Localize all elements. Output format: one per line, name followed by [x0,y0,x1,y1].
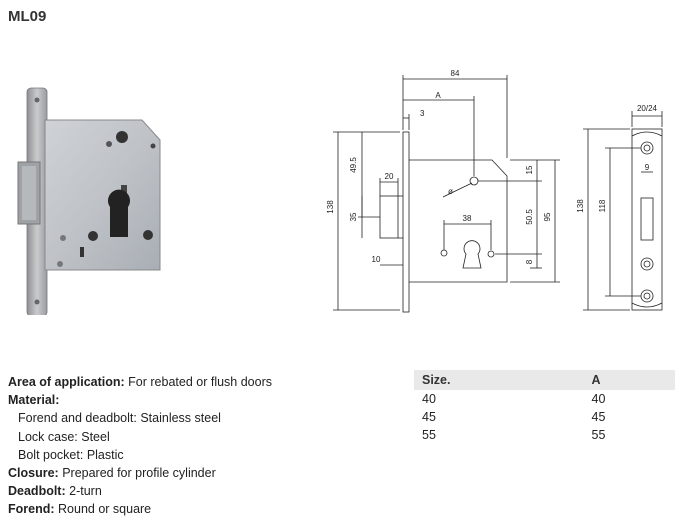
spec-material: Material: [8,393,60,408]
size-table-header: Size. A [414,370,675,390]
a-cell: 45 [591,410,606,424]
dim-38: 38 [463,214,472,223]
dim-a: A [435,91,441,100]
table-row: 45 45 [414,408,675,426]
spec-forend: Forend: Round or square [8,502,152,517]
dim-20-24: 20/24 [637,104,658,113]
a-cell: 40 [591,392,606,406]
size-table: Size. A 40 40 45 45 55 55 [414,370,675,444]
dim-118: 118 [598,199,607,212]
dim-50-5: 50.5 [525,209,534,225]
dim-95: 95 [543,212,552,221]
lock-photo [17,87,161,315]
spec-closure: Closure: Prepared for profile cylinder [8,466,216,481]
header-a: A [458,370,675,390]
dim-138-front: 138 [326,200,335,214]
dim-3: 3 [420,109,425,118]
spec-area: Area of application: For rebated or flus… [8,375,272,389]
table-row: 55 55 [414,426,675,444]
size-cell: 40 [422,392,436,406]
spec-deadbolt: Deadbolt: 2-turn [8,484,102,499]
spec-forend-deadbolt: Forend and deadbolt: Stainless steel [18,411,221,426]
dim-9: 9 [645,163,650,172]
dim-35: 35 [349,212,358,221]
dim-20: 20 [385,172,394,181]
dim-138-side: 138 [576,199,585,213]
product-title: ML09 [8,8,47,25]
dim-diameter: ø [448,187,453,196]
a-cell: 55 [591,428,606,442]
dim-10: 10 [372,255,381,264]
technical-drawing: 84 A 3 20 49.5 138 35 10 ø 38 15 50.5 95… [326,69,663,313]
dim-84: 84 [451,69,460,78]
dim-15: 15 [525,165,534,174]
spec-lock-case: Lock case: Steel [18,429,110,444]
spec-bolt-pocket: Bolt pocket: Plastic [18,447,124,462]
dim-49-5: 49.5 [349,157,358,173]
specifications: Area of application: For rebated or flus… [8,373,308,519]
size-cell: 45 [422,410,436,424]
dim-8: 8 [525,259,534,264]
table-row: 40 40 [414,390,675,408]
header-size: Size. [414,370,459,390]
size-cell: 55 [422,428,436,442]
